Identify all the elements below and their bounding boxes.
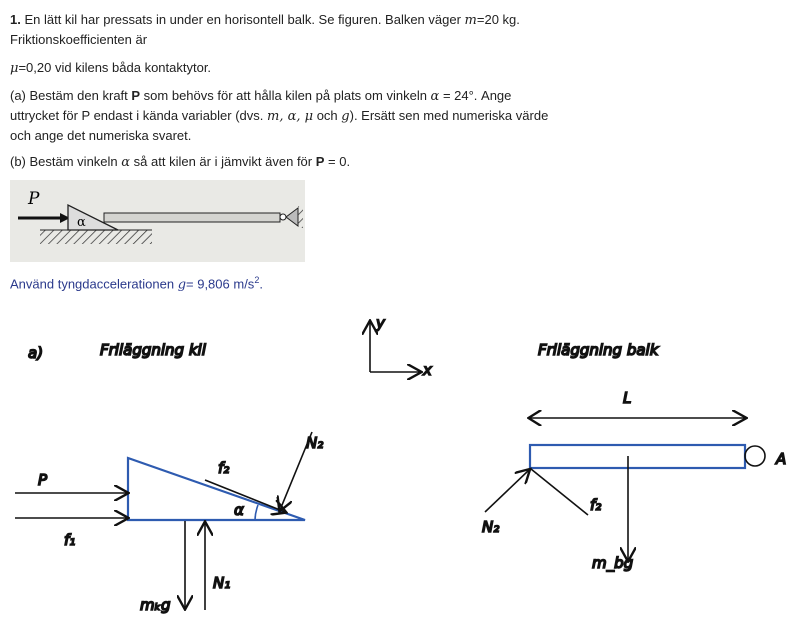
figure-p-label: P	[27, 189, 40, 209]
alpha-label: α	[234, 501, 244, 519]
part-a-line-2: uttrycket för P endast i kända variabler…	[10, 108, 549, 124]
n2-beam-label: N₂	[482, 518, 499, 536]
free-body-diagrams: a) Friläggning kil Friläggning balk y x …	[15, 313, 787, 615]
y-label: y	[375, 314, 386, 332]
title-kil: Friläggning kil	[100, 341, 207, 359]
n2-label: N₂	[306, 434, 323, 452]
wedge-sketch	[126, 456, 306, 522]
f1-label: f₁	[64, 531, 75, 549]
figure-alpha: α	[77, 215, 86, 230]
part-a-label: a)	[28, 344, 43, 362]
mu-line: μ=0,20 vid kilens båda kontaktytor.	[10, 60, 212, 76]
problem-figure: P α	[10, 180, 305, 262]
x-label: x	[422, 361, 432, 379]
part-a-line-3: och ange det numeriska svaret.	[10, 128, 192, 143]
a-label: A	[775, 450, 786, 468]
f2-label: f₂	[218, 459, 229, 477]
p-label: P	[38, 471, 48, 489]
f2-beam-label: f₂	[590, 496, 601, 514]
beam-sketch	[528, 443, 747, 470]
part-a-line-1: (a) Bestäm den kraft P som behövs för at…	[10, 88, 512, 104]
n1-label: N₁	[213, 574, 230, 592]
mbg-label: m_bg	[592, 554, 633, 573]
mkg-label: mₖg	[140, 596, 171, 614]
title-balk: Friläggning balk	[538, 341, 660, 359]
gravity-note: Använd tyngdaccelerationen g= 9,806 m/s2…	[10, 275, 263, 293]
l-label: L	[623, 389, 631, 407]
part-b-line: (b) Bestäm vinkeln α så att kilen är i j…	[10, 154, 351, 170]
beam	[103, 212, 281, 223]
problem-line-2: Friktionskoefficienten är	[10, 32, 148, 47]
problem-line-1: 1. En lätt kil har pressats in under en …	[10, 12, 520, 28]
